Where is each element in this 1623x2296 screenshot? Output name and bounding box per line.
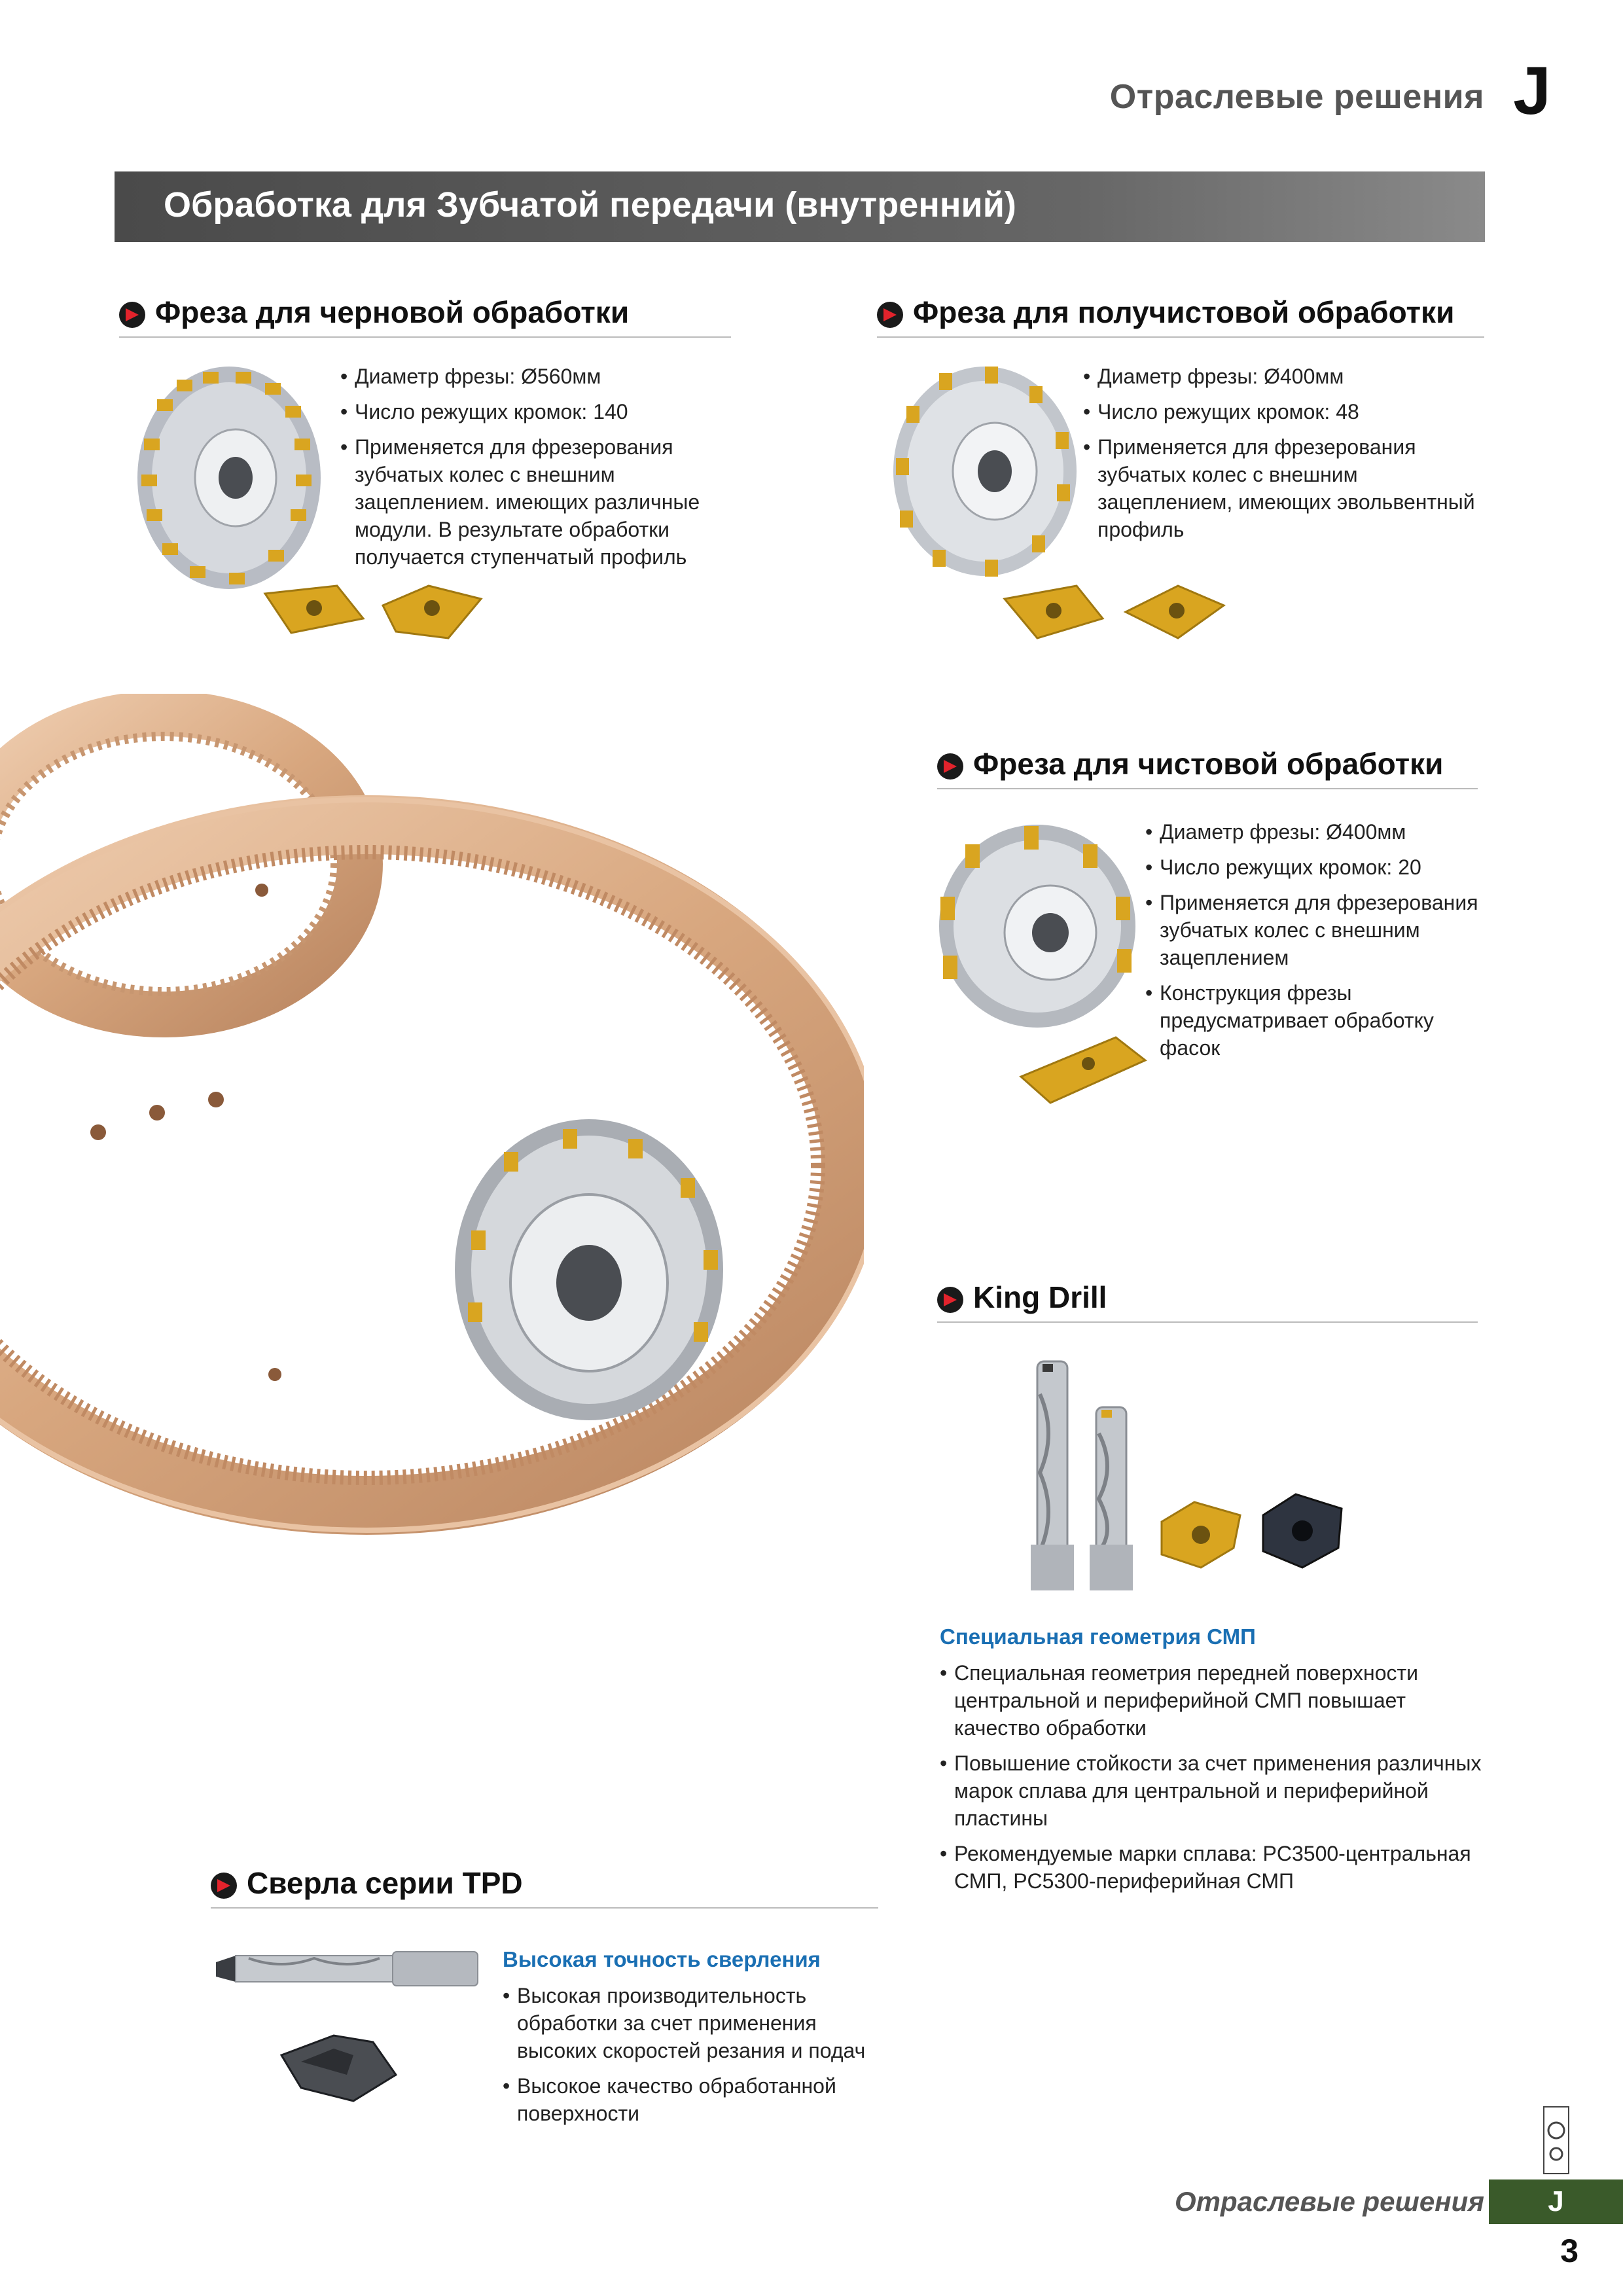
tpd-bullets: Высокая производительность обработки за … [503,1982,889,2135]
bullet-item: Применяется для фрезерования зубчатых ко… [1083,433,1482,543]
bullet-item: Рекомендуемые марки сплава: PC3500-центр… [940,1840,1483,1895]
page-banner: Обработка для Зубчатой передачи (внутрен… [115,171,1485,242]
section-title-tpd: Сверла серии TPD [247,1866,523,1900]
rough-milling-cutter-image [137,367,321,589]
section-header-rough: Фреза для черновой обработки [119,293,731,338]
king-drill-image [1031,1360,1133,1590]
tpd-insert-dark-icon [279,2034,398,2102]
king-drill-bullets: Специальная геометрия передней поверхнос… [940,1659,1483,1903]
insert-gold-icon [1123,584,1226,639]
arrow-bullet-icon [937,1287,963,1313]
insert-gold-icon [1019,1036,1147,1104]
bullet-item: Конструкция фрезы предусматривает обрабо… [1145,979,1486,1062]
section-title-semi: Фреза для получистовой обработки [913,295,1455,329]
internal-gear-ring-image [0,694,864,1535]
bullet-item: Применяется для фрезерования зубчатых ко… [340,433,733,571]
tpd-drill-image [216,1951,478,1986]
bullet-item: Диаметр фрезы: Ø560мм [340,363,733,390]
bullet-item: Диаметр фрезы: Ø400мм [1083,363,1482,390]
section-header-king-drill: King Drill [937,1278,1478,1323]
footer-section-letter: J [1489,2179,1623,2224]
semi-bullets: Диаметр фрезы: Ø400мм Число режущих кром… [1083,363,1482,551]
section-header-semi: Фреза для получистовой обработки [877,293,1484,338]
insert-gold-icon [1003,584,1105,639]
insert-gold-icon [1160,1501,1241,1569]
page-number: 3 [1560,2233,1578,2269]
bullet-item: Число режущих кромок: 20 [1145,853,1486,881]
arrow-bullet-icon [211,1873,237,1899]
section-title-king-drill: King Drill [973,1280,1107,1314]
section-header-finish: Фреза для чистовой обработки [937,745,1478,789]
king-drill-subtitle: Специальная геометрия СМП [940,1624,1256,1649]
arrow-bullet-icon [937,753,963,780]
bullet-item: Высокая производительность обработки за … [503,1982,889,2064]
bullet-item: Специальная геометрия передней поверхнос… [940,1659,1483,1742]
section-title-rough: Фреза для черновой обработки [155,295,630,329]
finish-bullets: Диаметр фрезы: Ø400мм Число режущих кром… [1145,818,1486,1069]
gear-tab-icon [1543,2106,1569,2174]
bullet-item: Диаметр фрезы: Ø400мм [1145,818,1486,846]
insert-gold-icon [263,584,365,634]
bullet-item: Повышение стойкости за счет применения р… [940,1749,1483,1832]
insert-dark-icon [1262,1493,1343,1569]
section-header-tpd: Сверла серии TPD [211,1864,878,1909]
footer-label: Отраслевые решения [1174,2186,1484,2217]
section-title-finish: Фреза для чистовой обработки [973,747,1444,781]
tpd-subtitle: Высокая точность сверления [503,1947,821,1971]
finish-cutter-image [939,825,1135,1028]
header-section-letter: J [1513,53,1551,129]
bullet-item: Число режущих кромок: 48 [1083,398,1482,425]
insert-gold-icon [381,584,483,639]
header-title: Отраслевые решения [1109,78,1484,116]
arrow-bullet-icon [877,302,903,328]
arrow-bullet-icon [119,302,145,328]
bullet-item: Высокое качество обработанной поверхност… [503,2072,889,2127]
bullet-item: Число режущих кромок: 140 [340,398,733,425]
bullet-item: Применяется для фрезерования зубчатых ко… [1145,889,1486,971]
rough-bullets: Диаметр фрезы: Ø560мм Число режущих кром… [340,363,733,579]
semi-finish-cutter-image [893,367,1077,577]
